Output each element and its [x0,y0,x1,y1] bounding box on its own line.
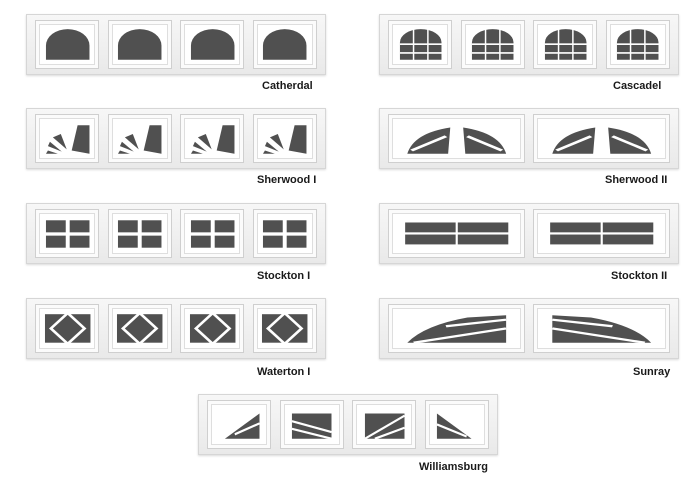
window-panel [279,400,344,449]
arch-grid-window-icon [607,21,669,68]
arch-grid-window-icon [534,21,596,68]
style-label-catherdal: Catherdal [262,80,313,92]
style-strip-stockton-i[interactable] [26,203,326,264]
window-panel [35,114,100,163]
window-panel [424,400,489,449]
window-panel [252,304,317,353]
williamsburg-window-icon [208,401,270,448]
window-panel [107,114,172,163]
window-panel [107,20,172,69]
window-panel [388,209,525,258]
arch-grid-window-icon [389,21,451,68]
window-panel [107,209,172,258]
window-panel [180,304,245,353]
style-label-cascadel: Cascadel [613,80,662,92]
style-strip-williamsburg[interactable] [198,394,498,455]
arch-grid-window-icon [462,21,524,68]
window-panel [252,209,317,258]
sunray-window-icon [534,305,668,352]
window-panel [388,20,453,69]
style-label-williamsburg: Williamsburg [419,461,488,473]
diamond-window-icon [181,305,243,352]
window-panel [533,20,598,69]
window-panel [533,209,670,258]
style-strip-stockton-ii[interactable] [379,203,679,264]
wide-fan-window-icon [534,115,668,162]
style-strip-waterton-i[interactable] [26,298,326,359]
williamsburg-window-icon [353,401,415,448]
window-panel [207,400,272,449]
grid-window-icon [181,210,243,257]
diamond-window-icon [109,305,171,352]
style-label-stockton-i: Stockton I [257,270,311,282]
window-panel [107,304,172,353]
style-strip-cascadel[interactable] [379,14,679,75]
window-panel [252,114,317,163]
window-panel [180,20,245,69]
window-panel [388,114,525,163]
window-panel [460,20,525,69]
arch-window-icon [109,21,171,68]
style-label-sherwood-ii: Sherwood II [605,174,668,186]
style-label-sunray: Sunray [633,366,671,378]
grid-window-icon [36,210,98,257]
arch-window-icon [181,21,243,68]
window-panel [605,20,670,69]
window-panel [352,400,417,449]
diamond-window-icon [36,305,98,352]
window-panel [252,20,317,69]
arch-window-icon [254,21,316,68]
window-panel [388,304,525,353]
window-panel [35,304,100,353]
fan-window-icon [181,115,243,162]
fan-window-icon [36,115,98,162]
window-panel [35,20,100,69]
window-panel [180,114,245,163]
fan-window-icon [109,115,171,162]
window-panel [533,304,670,353]
grid-window-icon [109,210,171,257]
style-strip-catherdal[interactable] [26,14,326,75]
fan-window-icon [254,115,316,162]
williamsburg-window-icon [281,401,343,448]
arch-window-icon [36,21,98,68]
sunray-window-icon [389,305,523,352]
wide-fan-window-icon [389,115,523,162]
wide-grid-window-icon [389,210,523,257]
style-strip-sunray[interactable] [379,298,679,359]
wide-grid-window-icon [534,210,668,257]
style-label-sherwood-i: Sherwood I [257,174,317,186]
williamsburg-window-icon [426,401,488,448]
window-panel [180,209,245,258]
grid-window-icon [254,210,316,257]
style-strip-sherwood-i[interactable] [26,108,326,169]
style-strip-sherwood-ii[interactable] [379,108,679,169]
style-label-waterton-i: Waterton I [257,366,311,378]
window-panel [533,114,670,163]
window-panel [35,209,100,258]
diamond-window-icon [254,305,316,352]
style-label-stockton-ii: Stockton II [611,270,668,282]
